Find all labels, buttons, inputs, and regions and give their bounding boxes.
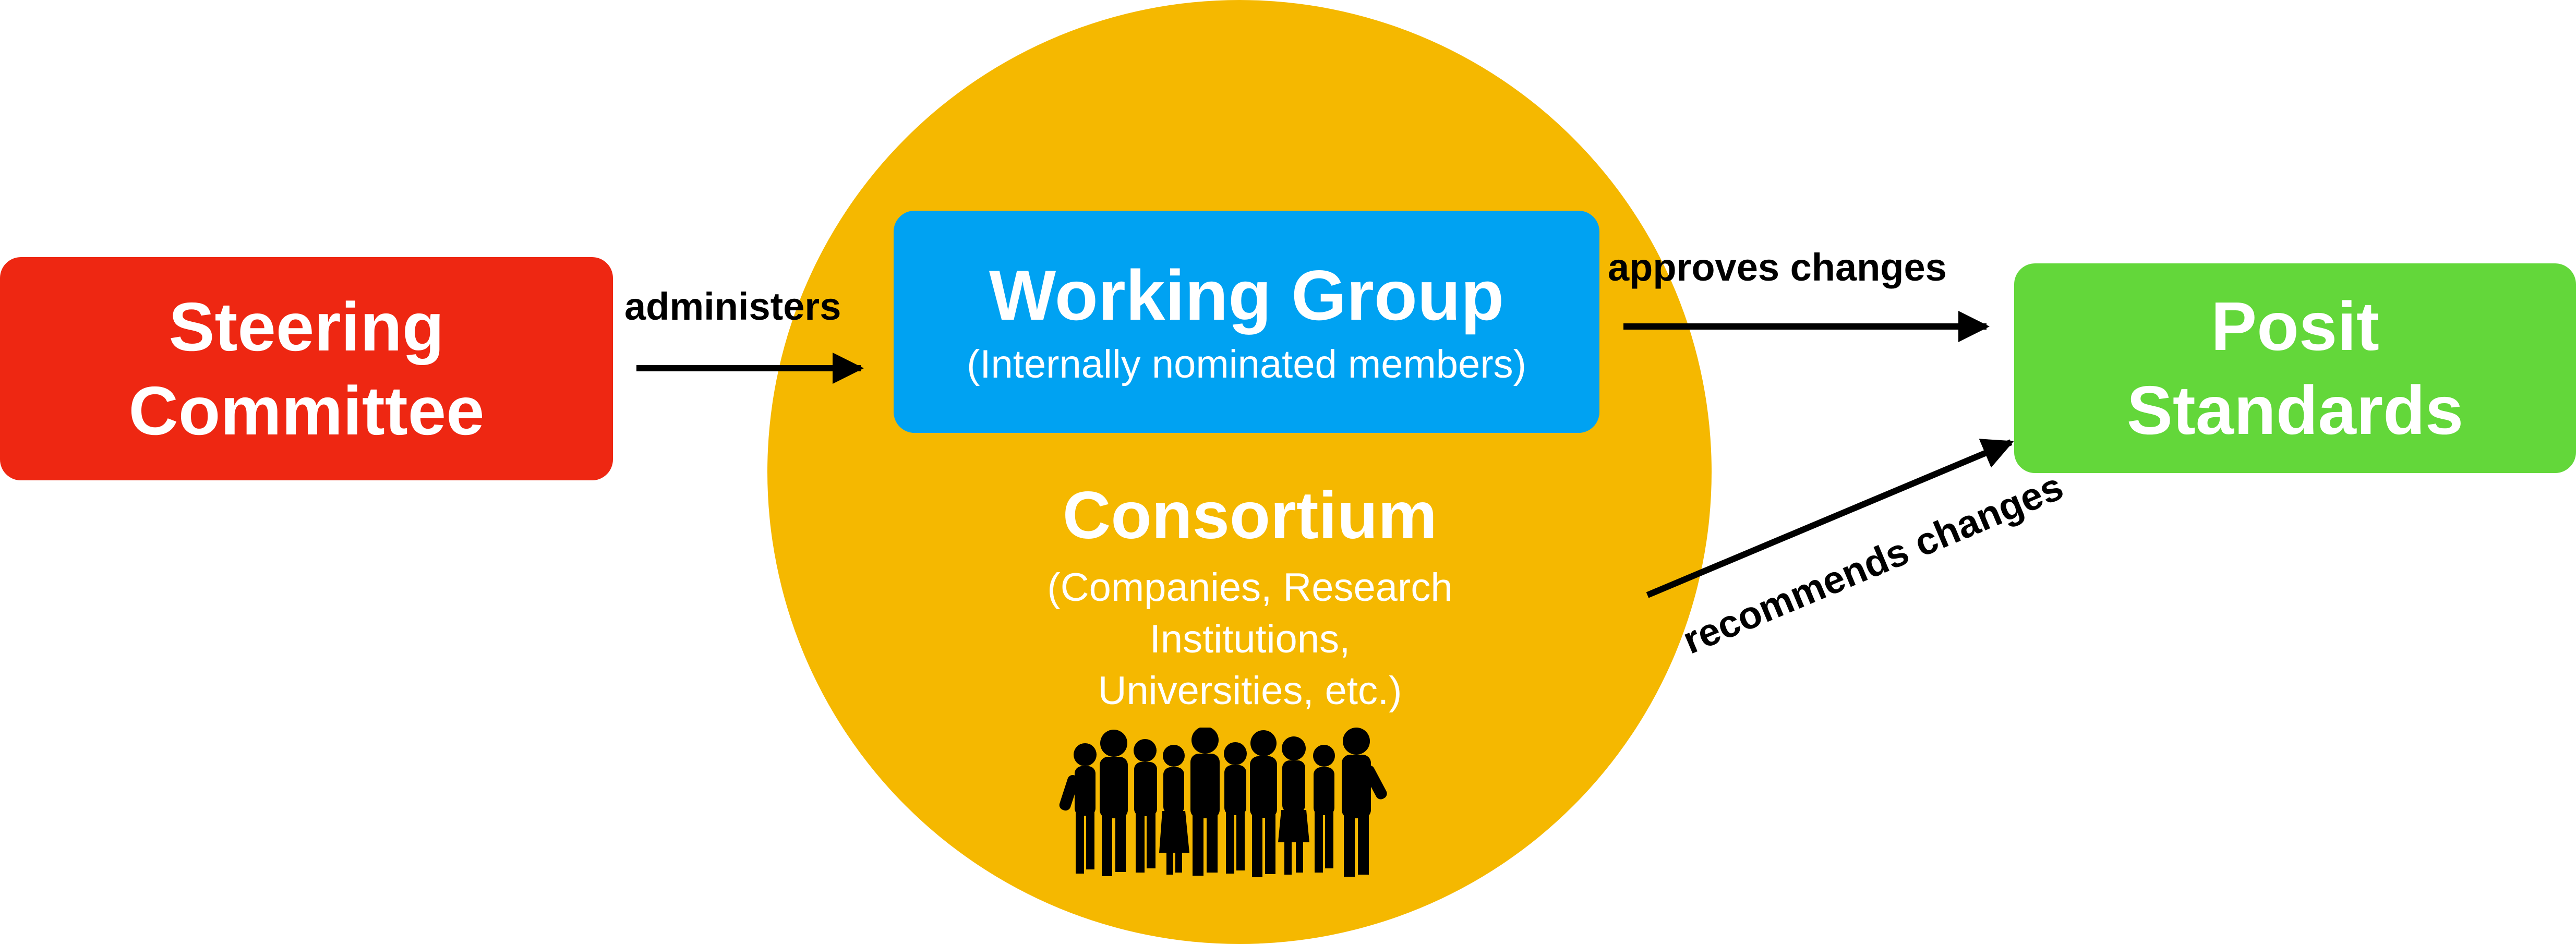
working-group-title: Working Group <box>989 255 1504 335</box>
posit-standards-title: Posit Standards <box>2126 287 2464 449</box>
working-group-box: Working Group (Internally nominated memb… <box>894 211 1599 433</box>
recommends-changes-arrow <box>1646 439 2014 598</box>
administers-label: administers <box>624 285 841 328</box>
consortium-subtitle: (Companies, Research Institutions, Unive… <box>1047 565 1453 713</box>
consortium-title: Consortium <box>1062 478 1438 553</box>
steering-committee-title: Steering Committee <box>128 288 485 449</box>
steering-committee-box: Steering Committee <box>0 257 613 480</box>
posit-standards-box: Posit Standards <box>2014 263 2576 473</box>
people-silhouette-icon <box>1059 728 1387 877</box>
working-group-subtitle: (Internally nominated members) <box>967 342 1526 387</box>
approves-changes-label: approves changes <box>1608 246 1947 289</box>
